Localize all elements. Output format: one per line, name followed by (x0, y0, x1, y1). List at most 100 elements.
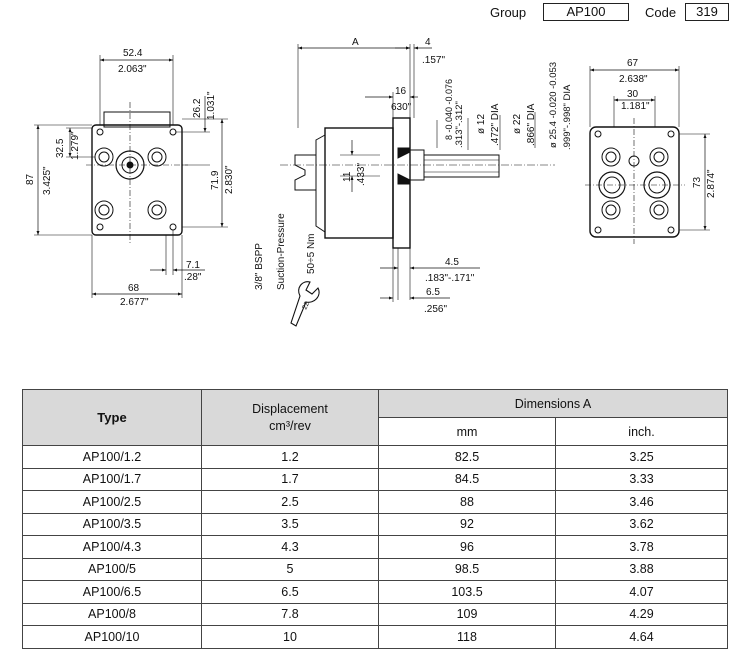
cell-displacement: 4.3 (201, 535, 379, 559)
cell-type: AP100/4.3 (22, 535, 202, 559)
dim-71-9-in: 2.830" (224, 165, 235, 194)
cell-displacement: 2.5 (201, 490, 379, 514)
dim-4: 4 (425, 37, 431, 48)
code-label: Code (645, 5, 677, 20)
technical-drawing: 52.4 2.063" 26.2 1.031" 32.5 1.279" 87 3… (25, 37, 717, 327)
cell-inch: 3.46 (555, 490, 728, 514)
group-label: Group (490, 5, 527, 20)
dim-26-2: 26.2 (192, 98, 203, 118)
cell-mm: 92 (378, 512, 556, 536)
header-displacement-label: Displacement (252, 401, 328, 416)
cell-displacement: 3.5 (201, 512, 379, 536)
dim-a: A (352, 37, 359, 48)
header-type: Type (22, 389, 202, 446)
code-value: 319 (685, 3, 729, 21)
bspp-label: 3/8" BSPP (254, 243, 265, 290)
dim-6-5-in: .256" (424, 304, 447, 315)
cell-mm: 82.5 (378, 445, 556, 469)
dim-32-5: 32.5 (55, 138, 66, 158)
cell-inch: 3.88 (555, 557, 728, 581)
side-view (280, 44, 555, 327)
dim-dia-25-4: ø 25.4 -0.020 -0.053 (548, 62, 559, 148)
dim-11: 11 (342, 171, 353, 182)
dim-16: 16 (395, 86, 407, 97)
header-mm: mm (378, 417, 556, 446)
dim-11-in: .433" (356, 163, 367, 186)
cell-mm: 84.5 (378, 467, 556, 491)
dim-30-in: 1.181" (621, 101, 650, 112)
cell-type: AP100/3.5 (22, 512, 202, 536)
cell-inch: 4.64 (555, 625, 728, 649)
cell-displacement: 6.5 (201, 580, 379, 604)
dim-4-5: 4.5 (445, 257, 459, 268)
dim-7-1-in: .28" (184, 272, 202, 283)
dim-4-5-in: .183"-.171" (425, 273, 475, 284)
cell-mm: 109 (378, 602, 556, 626)
front-view (34, 55, 228, 298)
dim-4-in: .157" (422, 55, 445, 66)
cell-type: AP100/10 (22, 625, 202, 649)
header-displacement: Displacement cm³/rev (201, 389, 379, 446)
cell-inch: 3.62 (555, 512, 728, 536)
cell-type: AP100/5 (22, 557, 202, 581)
dim-dia-22: ø 22 (512, 114, 523, 134)
cell-type: AP100/8 (22, 602, 202, 626)
dim-dia-22-in: .866" DIA (526, 103, 537, 146)
dim-52-4: 52.4 (123, 48, 143, 59)
dim-32-5-in: 1.279" (70, 131, 81, 160)
cell-inch: 4.29 (555, 602, 728, 626)
cell-displacement: 5 (201, 557, 379, 581)
header-displacement-unit: cm³/rev (269, 418, 311, 433)
dim-30: 30 (627, 89, 639, 100)
cell-inch: 3.33 (555, 467, 728, 491)
spec-table: Type Displacement cm³/rev Dimensions A m… (22, 389, 728, 649)
dim-6-5: 6.5 (426, 287, 440, 298)
cell-displacement: 10 (201, 625, 379, 649)
dim-dia-25-4-in: .999"-.998" DIA (562, 84, 573, 150)
dim-68-in: 2.677" (120, 297, 149, 308)
cell-displacement: 7.8 (201, 602, 379, 626)
cell-inch: 3.25 (555, 445, 728, 469)
dim-dia-12: ø 12 (476, 114, 487, 134)
dim-52-4-in: 2.063" (118, 64, 147, 75)
cell-inch: 3.78 (555, 535, 728, 559)
cell-displacement: 1.7 (201, 467, 379, 491)
header-inch: inch. (555, 417, 728, 446)
torque-label: 50÷5 Nm (306, 233, 317, 274)
cell-inch: 4.07 (555, 580, 728, 604)
cell-type: AP100/1.2 (22, 445, 202, 469)
cell-type: AP100/2.5 (22, 490, 202, 514)
rear-view (585, 66, 710, 244)
cell-displacement: 1.2 (201, 445, 379, 469)
cell-mm: 103.5 (378, 580, 556, 604)
dim-shaft-8-in: .313"-.312" (454, 101, 465, 148)
cell-mm: 118 (378, 625, 556, 649)
cell-mm: 98.5 (378, 557, 556, 581)
dim-16-in: 630" (391, 102, 412, 113)
dim-26-2-in: 1.031" (206, 91, 217, 120)
dim-71-9: 71.9 (210, 170, 221, 190)
dim-shaft-8: 8 -0.040 -0.076 (444, 79, 454, 140)
header-dimensions: Dimensions A (378, 389, 728, 418)
dim-73-in: 2.874" (706, 169, 717, 198)
dim-67-in: 2.638" (619, 74, 648, 85)
wrench-size-label: 22 (301, 301, 311, 311)
cell-mm: 96 (378, 535, 556, 559)
dim-87: 87 (25, 173, 36, 185)
dim-67: 67 (627, 58, 639, 69)
cell-type: AP100/6.5 (22, 580, 202, 604)
dim-73: 73 (692, 176, 703, 188)
group-value: AP100 (543, 3, 629, 21)
dim-dia-12-in: .472" DIA (490, 103, 501, 146)
cell-mm: 88 (378, 490, 556, 514)
suction-pressure-label: Suction-Pressure (276, 213, 287, 290)
